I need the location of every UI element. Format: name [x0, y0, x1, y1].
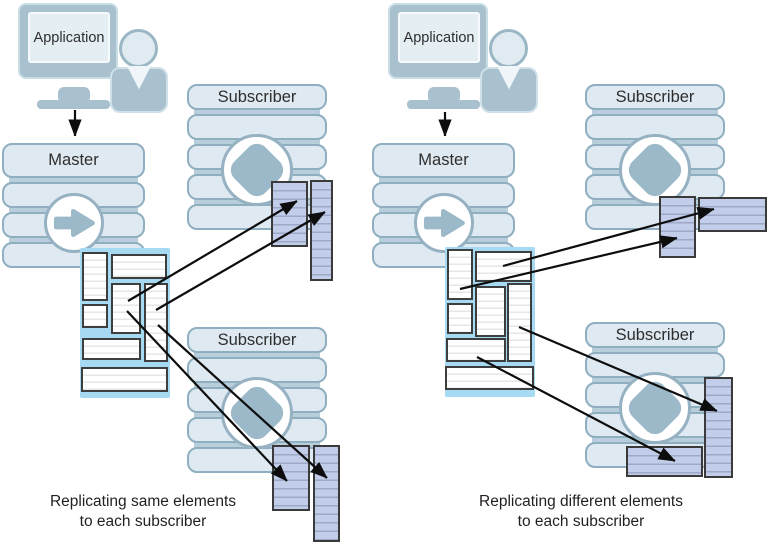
caption-line1: Replicating same elements [49, 493, 237, 510]
master-label-band: Master [2, 143, 145, 178]
master-label-band: Master [372, 143, 515, 178]
subscriber-diamond-icon [623, 376, 687, 440]
master-database-right: Master [372, 143, 515, 268]
master-arrow-badge [414, 193, 474, 253]
caption-line2: to each subscriber [79, 513, 207, 530]
replicated-table [272, 445, 310, 511]
application-node-left: Application [0, 0, 180, 115]
table-cell [82, 304, 108, 328]
table-cell [507, 283, 532, 362]
table-cell [445, 366, 534, 390]
subscriber-label: Subscriber [217, 330, 297, 349]
table-cell [111, 254, 167, 279]
subscriber-badge [221, 377, 293, 449]
replicated-table [659, 196, 696, 258]
monitor-stand-icon [428, 87, 460, 100]
table-cell [81, 367, 168, 392]
caption-right: Replicating different elements to each s… [456, 492, 706, 532]
table-cell [144, 283, 168, 362]
monitor-base-icon [407, 100, 480, 109]
subscriber-label-band: Subscriber [187, 84, 327, 110]
subscriber-badge [619, 372, 691, 444]
master-label: Master [418, 151, 469, 169]
replicated-table [310, 180, 333, 281]
monitor-stand-icon [58, 87, 90, 100]
subscriber-label-band: Subscriber [585, 322, 725, 348]
subscriber-label-band: Subscriber [187, 327, 327, 353]
replicated-table [271, 181, 308, 247]
application-label: Application [33, 29, 105, 46]
monitor-base-icon [37, 100, 110, 109]
table-cell [447, 303, 473, 334]
replicated-table [704, 377, 733, 478]
caption-line2: to each subscriber [517, 513, 645, 530]
master-arrow-badge [44, 193, 104, 253]
table-cell [82, 252, 108, 301]
replicated-table [626, 446, 703, 477]
caption-line1: Replicating different elements [479, 493, 683, 510]
subscriber-diamond-icon [225, 381, 289, 445]
replicated-table [313, 445, 340, 542]
subscriber-label: Subscriber [615, 325, 695, 344]
master-arrow-icon [53, 208, 95, 238]
user-head-icon [119, 29, 158, 68]
master-arrow-icon [423, 208, 465, 238]
replicated-table [698, 197, 767, 232]
application-node-right: Application [370, 0, 550, 115]
caption-left: Replicating same elements to each subscr… [18, 492, 268, 532]
subscriber-label: Subscriber [217, 87, 297, 106]
table-fragment-grid-left [80, 248, 170, 398]
table-cell [447, 249, 473, 300]
table-cell [475, 251, 532, 282]
master-label: Master [48, 151, 99, 169]
subscriber-diamond-icon [623, 138, 687, 202]
table-cell [82, 338, 141, 360]
table-cell [446, 338, 506, 362]
table-cell [111, 283, 141, 334]
subscriber-badge [619, 134, 691, 206]
monitor-screen: Application [28, 12, 110, 63]
table-fragment-grid-right [445, 247, 535, 397]
subscriber-label: Subscriber [615, 87, 695, 106]
application-label: Application [403, 29, 475, 46]
table-cell [475, 286, 506, 337]
user-head-icon [489, 29, 528, 68]
monitor-screen: Application [398, 12, 480, 63]
subscriber-label-band: Subscriber [585, 84, 725, 110]
